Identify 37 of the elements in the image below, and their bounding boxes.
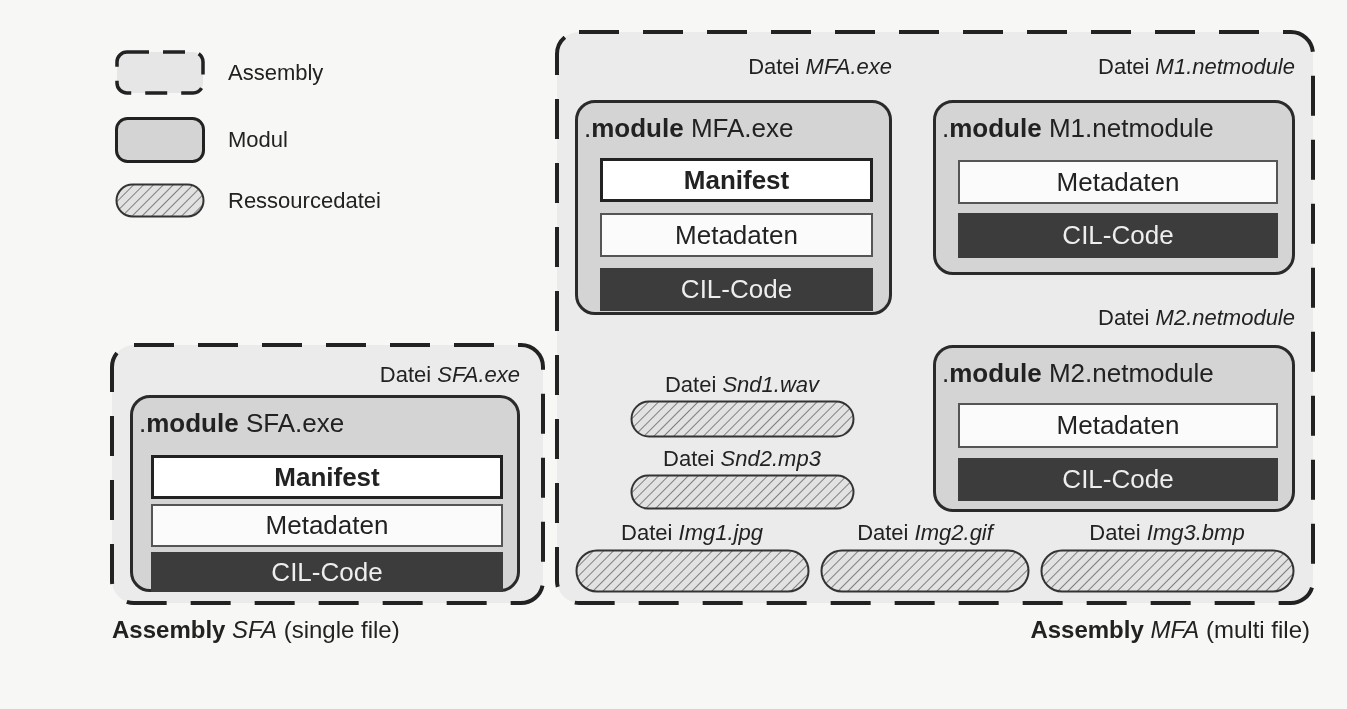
file-name-label: Datei Img3.bmp	[1089, 520, 1245, 545]
legend-label: Ressourcedatei	[228, 187, 381, 214]
resource-file-shape	[1040, 549, 1295, 593]
file-name-label: Datei MFA.exe	[748, 54, 892, 79]
assembly-title: Assembly MFA (multi file)	[1030, 616, 1310, 644]
code-box: CIL-Code	[958, 213, 1278, 258]
manifest-box: Manifest	[600, 158, 873, 202]
code-box: CIL-Code	[958, 458, 1278, 501]
file-name-label: Datei Img2.gif	[857, 520, 993, 545]
file-name-label: Datei Snd1.wav	[664, 372, 820, 397]
file-name-label: Datei M2.netmodule	[1098, 305, 1295, 330]
module-heading: .module M2.netmodule	[942, 358, 1214, 389]
module-box	[130, 395, 520, 592]
file-name-label: Datei Snd2.mp3	[663, 446, 821, 471]
manifest-box: Manifest	[151, 455, 503, 499]
legend-label: Modul	[228, 127, 288, 153]
metadata-box: Metadaten	[958, 160, 1278, 204]
module-box	[933, 100, 1295, 275]
module-heading: .module SFA.exe	[139, 408, 345, 439]
code-box: CIL-Code	[600, 268, 873, 311]
module-box	[933, 345, 1295, 512]
file-name-label: Datei Img1.jpg	[621, 520, 763, 545]
resource-file-shape	[630, 400, 855, 438]
assembly-title: Assembly SFA (single file)	[112, 616, 400, 644]
resource-file-shape	[575, 549, 810, 593]
module-box	[575, 100, 892, 315]
module-heading: .module M1.netmodule	[942, 113, 1214, 144]
resource-file-shape	[820, 549, 1030, 593]
metadata-box: Metadaten	[600, 213, 873, 257]
legend-label: Assembly	[228, 59, 324, 86]
metadata-box: Metadaten	[958, 403, 1278, 448]
module-heading: .module MFA.exe	[584, 113, 794, 144]
metadata-box: Metadaten	[151, 504, 503, 547]
file-name-label: Datei M1.netmodule	[1098, 54, 1295, 79]
resource-file-shape	[630, 474, 855, 510]
code-box: CIL-Code	[151, 552, 503, 592]
file-name-label: Datei SFA.exe	[379, 362, 520, 387]
